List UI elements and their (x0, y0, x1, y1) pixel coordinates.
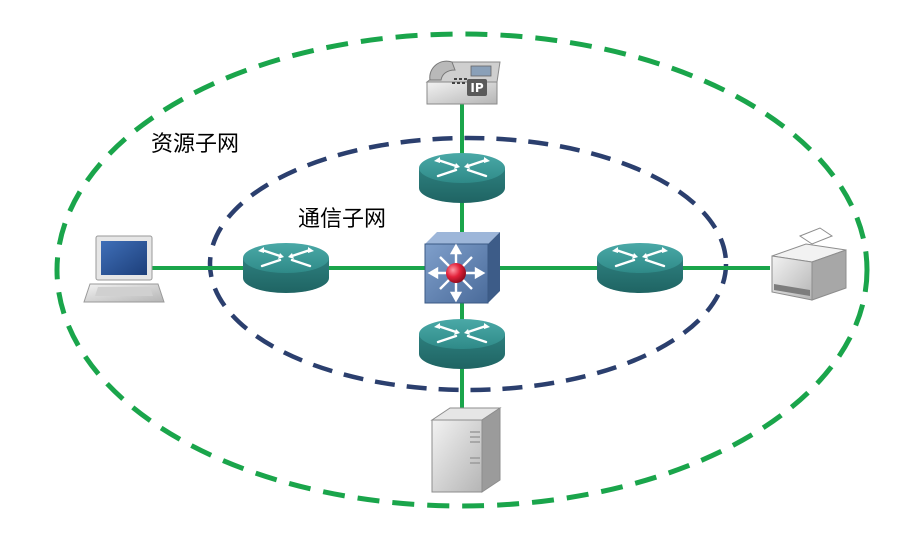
printer-icon (771, 227, 847, 301)
router-top-icon (417, 151, 507, 205)
router-left-icon (241, 241, 331, 295)
server-icon (430, 407, 502, 493)
router-bottom-icon (417, 317, 507, 371)
resource-subnet-label: 资源子网 (151, 132, 240, 157)
ip-phone-badge: IP (470, 81, 483, 95)
communication-subnet-label: 通信子网 (298, 207, 387, 232)
resource-subnet-boundary (54, 31, 870, 509)
laptop-icon (83, 235, 165, 303)
router-right-icon (595, 241, 685, 295)
ip-phone-icon: IP (425, 60, 501, 105)
multilayer-switch-icon (424, 232, 500, 304)
communication-subnet-boundary (207, 135, 729, 393)
